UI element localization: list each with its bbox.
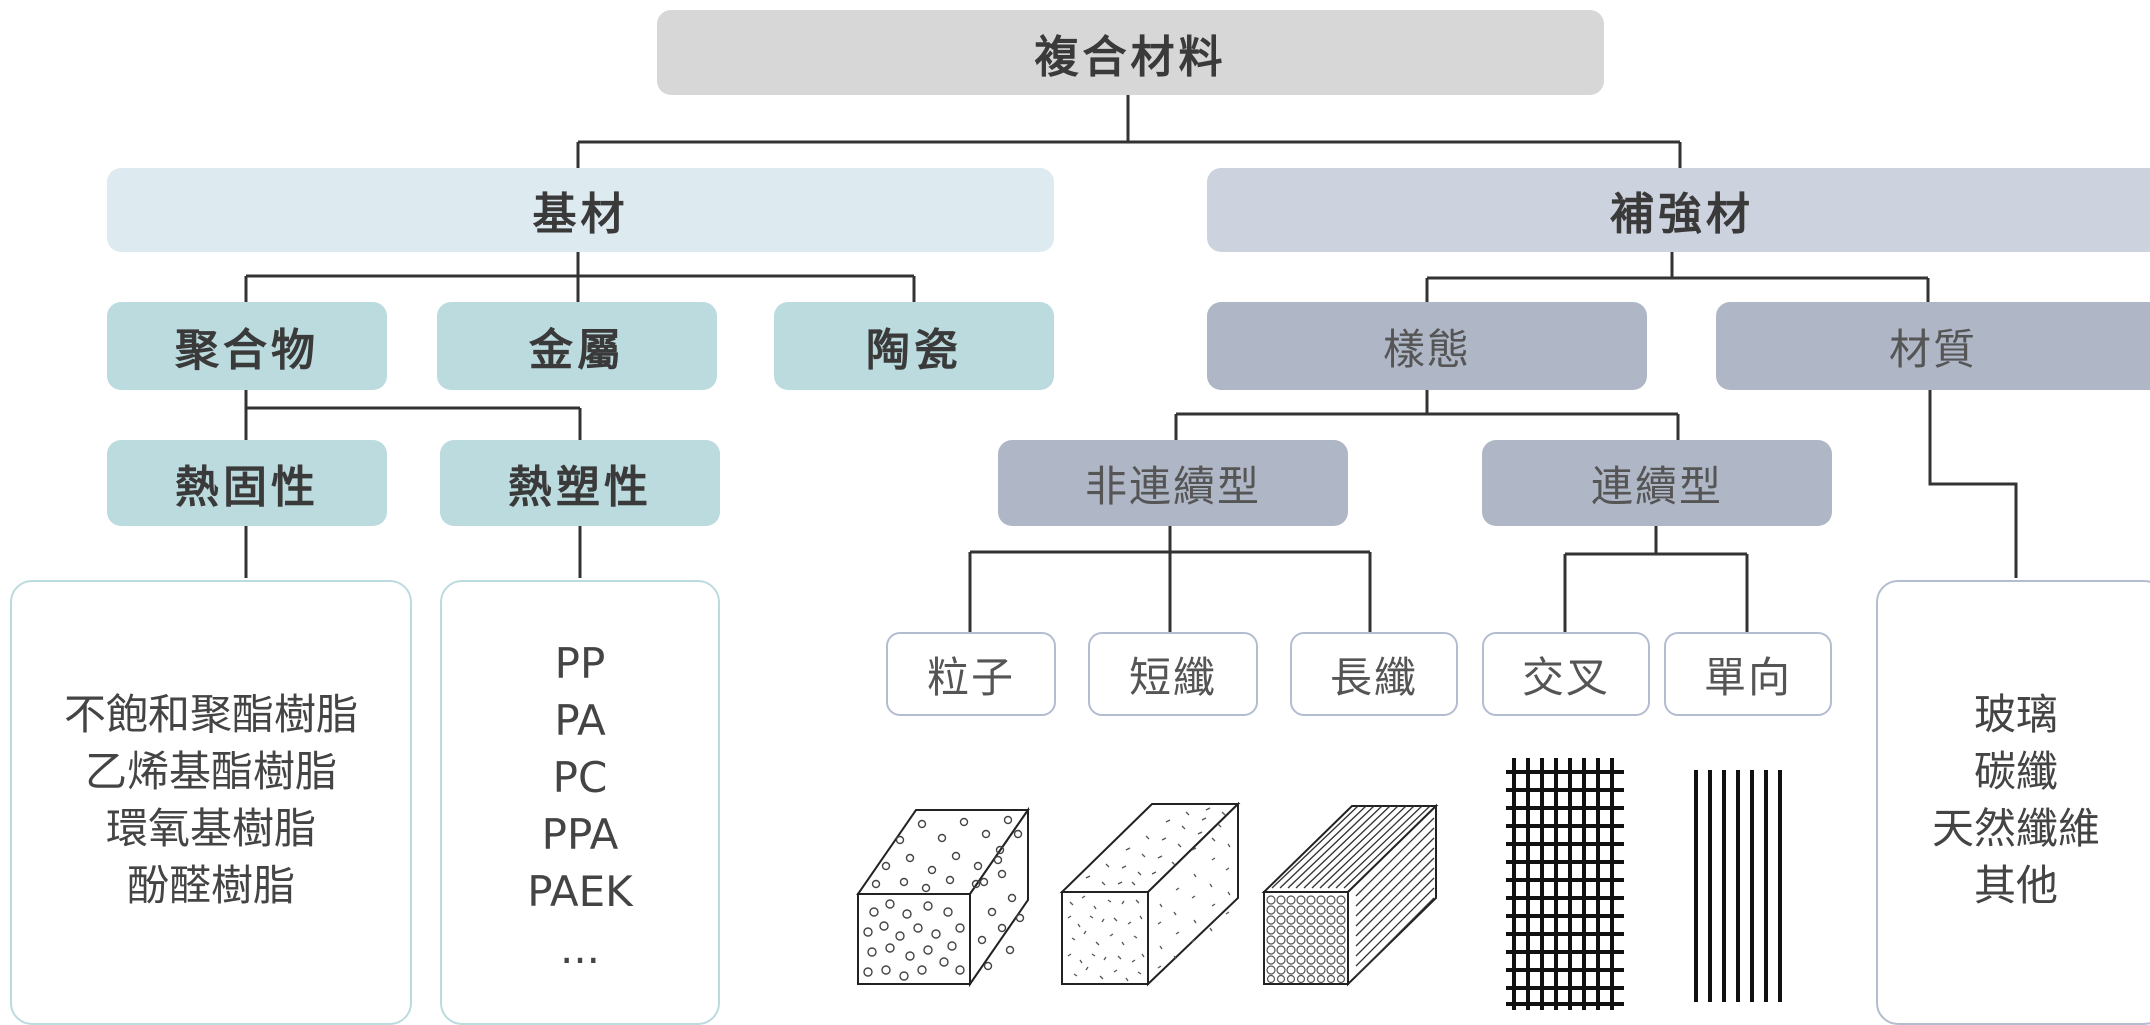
material-node: 材質 (1716, 302, 2150, 390)
thermoplastic-item: PAEK (527, 867, 633, 916)
short-fiber-node: 短纖 (1088, 632, 1258, 716)
thermoplastic-item: PA (554, 696, 606, 745)
root-node: 複合材料 (657, 10, 1604, 95)
ceramic-node: 陶瓷 (774, 302, 1054, 390)
form-node: 樣態 (1207, 302, 1647, 390)
discontinuous-label: 非連續型 (1084, 461, 1261, 511)
continuous-node: 連續型 (1482, 440, 1832, 526)
thermoplastic-list: PP PA PC PPA PAEK ... (440, 635, 720, 975)
thermoplastic-node: 熱塑性 (440, 440, 720, 526)
cross-label: 交叉 (1521, 652, 1610, 702)
thermoset-list: 不飽和聚酯樹脂 乙烯基酯樹脂 環氧基樹脂 酚醛樹脂 (10, 580, 412, 1020)
matrix-label: 基材 (532, 189, 629, 240)
form-label: 樣態 (1382, 324, 1471, 374)
material-item: 天然纖維 (1931, 804, 2100, 853)
short-fiber-label: 短纖 (1128, 652, 1217, 702)
particle-label: 粒子 (926, 652, 1015, 702)
long-fiber-node: 長纖 (1290, 632, 1458, 716)
thermoset-node: 熱固性 (107, 440, 387, 526)
ceramic-label: 陶瓷 (866, 325, 962, 376)
material-list: 玻璃 碳纖 天然纖維 其他 (1876, 580, 2150, 1020)
matrix-node: 基材 (107, 168, 1054, 252)
metal-node: 金屬 (437, 302, 717, 390)
cross-weave-icon (1506, 758, 1624, 1010)
polymer-node: 聚合物 (107, 302, 387, 390)
short-fiber-block-icon (1059, 801, 1241, 987)
thermoplastic-item: PP (554, 639, 606, 688)
long-fiber-label: 長纖 (1329, 652, 1418, 702)
thermoset-item: 不飽和聚酯樹脂 (63, 690, 358, 739)
thermoset-item: 酚醛樹脂 (126, 861, 295, 910)
thermoplastic-label: 熱塑性 (508, 462, 652, 513)
material-item: 碳纖 (1973, 747, 2058, 796)
continuous-label: 連續型 (1590, 461, 1723, 511)
unidirectional-fiber-icon (1694, 770, 1782, 1002)
reinforcement-label: 補強材 (1610, 189, 1754, 240)
material-item: 其他 (1973, 861, 2058, 910)
unidirectional-label: 單向 (1703, 652, 1792, 702)
thermoset-list-box (10, 580, 412, 1025)
thermoset-item: 乙烯基酯樹脂 (84, 747, 337, 796)
particle-block-icon (856, 806, 1030, 988)
unidirectional-node: 單向 (1664, 632, 1832, 716)
thermoset-item: 環氧基樹脂 (105, 804, 316, 853)
thermoplastic-list-box (440, 580, 720, 1025)
particle-node: 粒子 (886, 632, 1056, 716)
material-item: 玻璃 (1973, 690, 2058, 739)
thermoplastic-item: PC (552, 753, 608, 802)
thermoplastic-item: PPA (541, 810, 619, 859)
metal-label: 金屬 (529, 325, 625, 376)
cross-node: 交叉 (1482, 632, 1650, 716)
root-label: 複合材料 (1034, 31, 1227, 83)
material-label: 材質 (1888, 324, 1977, 374)
long-fiber-block-icon (1261, 803, 1439, 987)
reinforcement-node: 補強材 (1207, 168, 2150, 252)
thermoplastic-item: ... (559, 924, 601, 973)
polymer-label: 聚合物 (175, 325, 319, 376)
discontinuous-node: 非連續型 (998, 440, 1348, 526)
material-list-box (1876, 580, 2150, 1025)
thermoset-label: 熱固性 (175, 462, 319, 513)
